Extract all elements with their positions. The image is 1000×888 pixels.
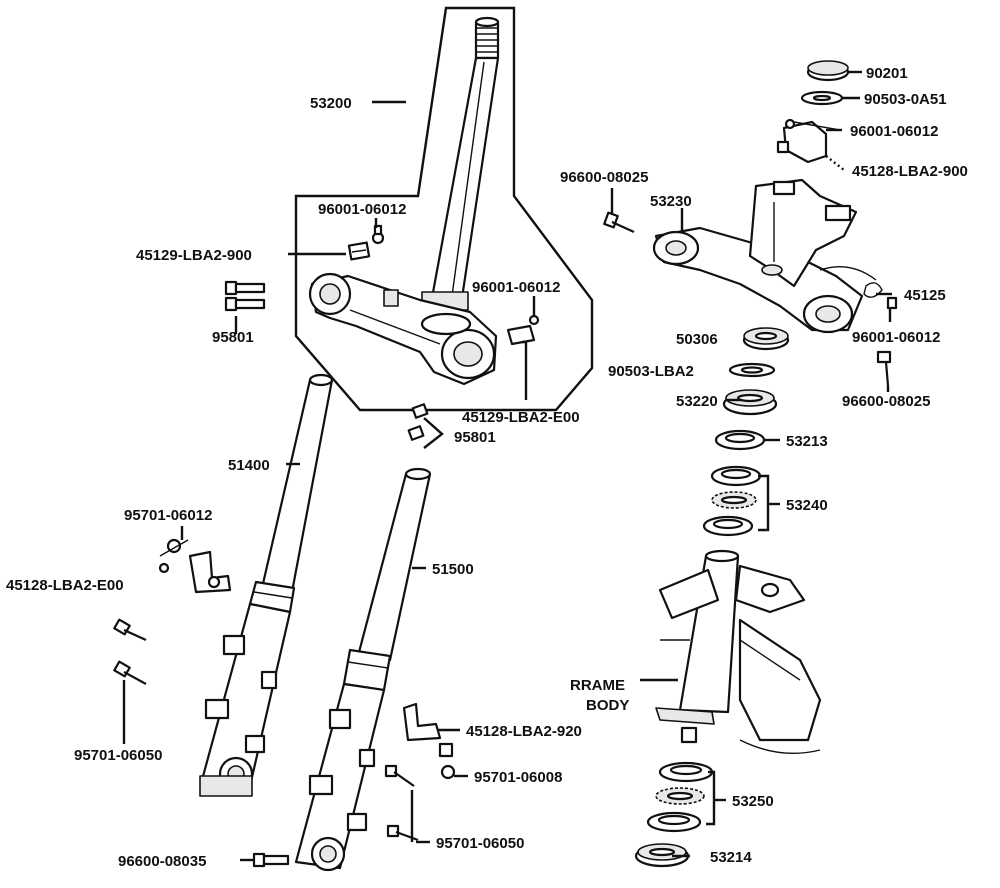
steering-stem-callout-box [294,6,594,412]
washer-90503-lba2-part [728,362,776,378]
bolt-96600-08035-part [252,852,290,868]
cone-53213-part [714,429,766,451]
bearing-set-53250-part [646,761,714,833]
label-53220: 53220 [676,393,718,410]
label-frame-line2: BODY [586,697,629,714]
label-96600-08025-b: 96600-08025 [842,393,930,410]
clip-45129-900-part [347,241,371,261]
bolts-95801-right-part [407,403,429,441]
label-53214: 53214 [710,849,752,866]
label-45129-lba2-900: 45129-LBA2-900 [136,247,252,264]
label-45128-lba2-920: 45128-LBA2-920 [466,723,582,740]
label-95701-06050-a: 95701-06050 [74,747,162,764]
frame-body-part [655,549,822,754]
fork-leg-51400-part [199,373,334,797]
label-45128-lba2-900: 45128-LBA2-900 [852,163,968,180]
bolt-96600-08025-top-part [603,211,635,234]
label-45129-lba2-e00: 45129-LBA2-E00 [462,409,580,426]
bolts-95701-06050-left-part [113,618,147,685]
bolt-96001-b-part [528,314,540,326]
bolt-95701-06012-part [158,538,189,574]
label-96001-06012-c: 96001-06012 [850,123,938,140]
label-96600-08025-a: 96600-08025 [560,169,648,186]
bearing-set-53240-part [702,465,762,537]
bolt-96001-d-part [886,296,898,310]
label-53230: 53230 [650,193,692,210]
bolts-95701-06050-right-part [384,764,419,842]
label-53200: 53200 [310,95,352,112]
nut-50306-part [742,327,790,351]
bolt-96001-a-part [371,224,385,245]
label-45125: 45125 [904,287,946,304]
bolt-96600-08025-right-part [876,350,892,387]
clip-45129-e00-part [506,324,536,346]
label-96001-06012-d: 96001-06012 [852,329,940,346]
label-95701-06050-b: 95701-06050 [436,835,524,852]
label-90503-0a51: 90503-0A51 [864,91,947,108]
washer-90503-0a51-part [800,90,844,106]
race-53214-part [634,843,690,868]
label-53213: 53213 [786,433,828,450]
label-51500: 51500 [432,561,474,578]
label-53240: 53240 [786,497,828,514]
label-95801-a: 95801 [212,329,254,346]
bolts-95801-left-part [224,280,266,312]
label-96600-08035: 96600-08035 [118,853,206,870]
label-95801-b: 95801 [454,429,496,446]
label-95701-06012: 95701-06012 [124,507,212,524]
fork-leg-51500-part [294,467,432,872]
clip-45125-part [819,266,883,298]
handlebar-clamp-part [776,118,841,164]
steering-stem-part [308,16,500,386]
label-95701-06008: 95701-06008 [474,769,562,786]
nut-90201-part [806,60,850,82]
top-bridge-53230-part [652,178,864,334]
label-frame-line1: RRAME [570,677,625,694]
label-90503-lba2: 90503-LBA2 [608,363,694,380]
bracket-45128-e00-part [188,550,232,594]
label-50306: 50306 [676,331,718,348]
label-51400: 51400 [228,457,270,474]
label-45128-lba2-e00: 45128-LBA2-E00 [6,577,124,594]
label-53250: 53250 [732,793,774,810]
label-90201: 90201 [866,65,908,82]
bracket-45128-920-part [402,702,442,742]
label-96001-06012-a: 96001-06012 [318,201,406,218]
bolt-95701-06008-part [438,742,456,780]
race-53220-part [722,389,778,416]
label-96001-06012-b: 96001-06012 [472,279,560,296]
